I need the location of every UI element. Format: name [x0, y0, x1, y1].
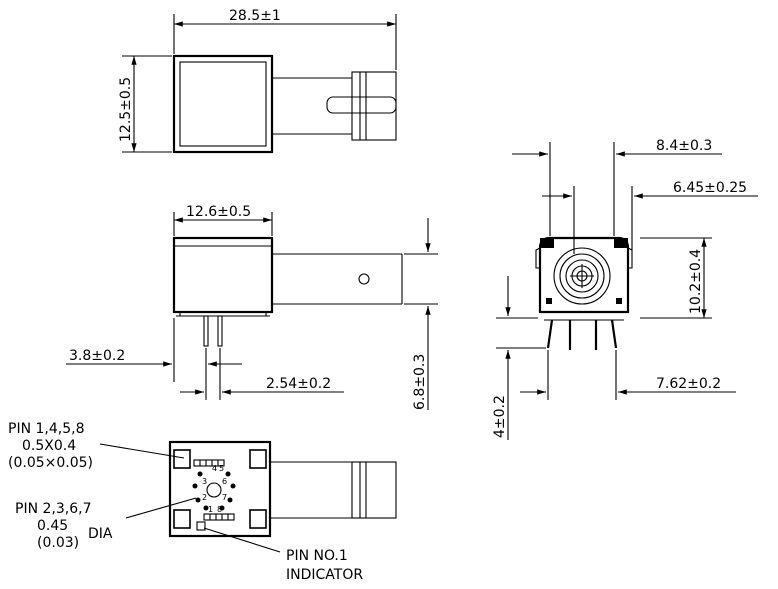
- pin-number: 5: [219, 464, 224, 473]
- front-dim-6-45: 6.45±0.25: [673, 180, 747, 196]
- front-dim-8-4: 8.4±0.3: [656, 138, 712, 154]
- pin-number: 2: [202, 493, 207, 502]
- side-pin-pitch-dim: 2.54±0.2: [266, 376, 331, 392]
- pin-number: 4: [212, 464, 217, 473]
- pin-number: 8: [217, 505, 222, 514]
- pin-2367-dia: DIA: [88, 526, 113, 542]
- front-dim-10-2: 10.2±0.4: [688, 249, 704, 314]
- side-height-dim: 6.8±0.3: [412, 354, 428, 410]
- pin-number: 3: [202, 477, 207, 486]
- front-dim-7-62: 7.62±0.2: [656, 376, 721, 392]
- pin-1458-label: PIN 1,4,5,8: [8, 421, 84, 437]
- pin-2367-size: 0.45: [37, 518, 68, 534]
- side-view: 12.6±0.5 3.8±0.2 2.54±0.2 6.8±0.3: [66, 204, 438, 410]
- pin1-label: PIN NO.1: [286, 548, 348, 564]
- pin-number: 6: [222, 477, 227, 486]
- top-view: 28.5±1 12.5±0.5: [118, 8, 397, 154]
- pin-2367-label: PIN 2,3,6,7: [15, 501, 91, 517]
- bottom-view: 4 5 3 6 2 7 1 8 PIN 1,4,5,8 0.5X0.4 (0.0…: [8, 421, 397, 583]
- side-pin-offset-dim: 3.8±0.2: [69, 348, 125, 364]
- pin1-indicator: INDICATOR: [286, 567, 363, 583]
- pin-1458-size-inch: (0.05×0.05): [8, 455, 93, 471]
- front-dim-4: 4±0.2: [492, 395, 508, 438]
- pin-1458-size: 0.5X0.4: [22, 438, 76, 454]
- top-height-dim: 12.5±0.5: [118, 77, 134, 142]
- side-body-dim: 12.6±0.5: [186, 204, 251, 220]
- pin-number: 1: [208, 505, 213, 514]
- pin-number: 7: [222, 493, 227, 502]
- front-view: 8.4±0.3 6.45±0.25 10.2±0.4 7.62±0.2 4±0.…: [492, 138, 758, 440]
- pin-2367-size-inch: (0.03): [37, 535, 79, 551]
- top-width-dim: 28.5±1: [229, 8, 281, 24]
